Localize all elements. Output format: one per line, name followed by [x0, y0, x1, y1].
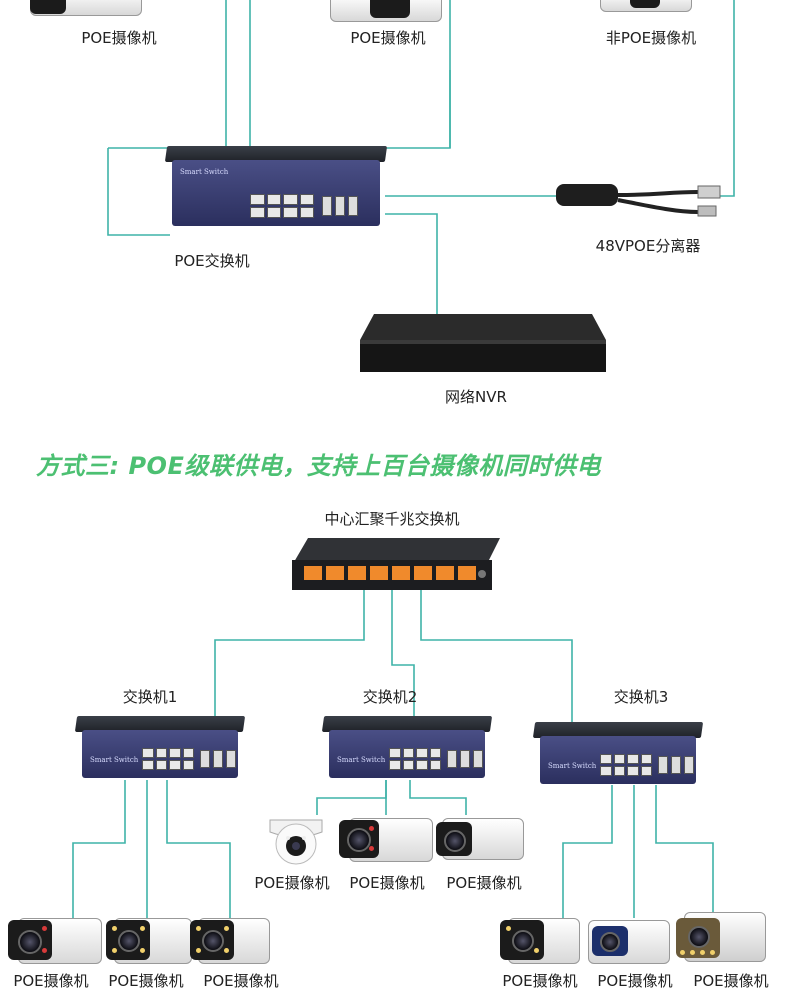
cable-sw3-cam1	[562, 785, 613, 918]
switch-2: Smart Switch	[321, 716, 493, 778]
switch-2-label: 交换机2	[362, 688, 418, 706]
switch-2-brand: Smart Switch	[337, 756, 386, 764]
bullet-camera-right-3	[676, 910, 766, 964]
switch-1-label: 交换机1	[122, 688, 178, 706]
cable-core-sw1	[214, 585, 365, 718]
bullet-camera-mid-2	[339, 816, 433, 862]
right-camera-1-label: POE摄像机	[502, 972, 578, 990]
switch-1-brand: Smart Switch	[90, 756, 139, 764]
left-camera-2-label: POE摄像机	[108, 972, 184, 990]
poe-switch-label: POE交换机	[174, 252, 250, 270]
cable-sw3-cam3	[655, 785, 714, 918]
cable-sw1-cam3	[166, 780, 231, 918]
poe-camera-top-1	[30, 0, 142, 16]
top-camera-2-label: POE摄像机	[350, 29, 426, 47]
cable-splitter-to-cam3	[720, 0, 735, 197]
bullet-camera-left-2	[106, 916, 192, 964]
right-camera-3-label: POE摄像机	[693, 972, 769, 990]
top-camera-3-label: 非POE摄像机	[605, 29, 697, 47]
poe-splitter	[556, 184, 721, 217]
method3-heading: 方式三: POE级联供电，支持上百台摄像机同时供电	[36, 452, 601, 480]
non-poe-camera-top	[600, 0, 692, 12]
left-camera-3-label: POE摄像机	[203, 972, 279, 990]
core-switch-label: 中心汇聚千兆交换机	[324, 510, 460, 528]
poe-switch: Smart Switch	[164, 146, 388, 226]
cable-cam1-switch	[225, 0, 251, 147]
cable-sw2-cam3	[409, 780, 467, 815]
switch-3: Smart Switch	[532, 722, 704, 784]
cable-frame-left	[107, 148, 170, 236]
bullet-camera-right-2	[588, 920, 670, 964]
bullet-camera-left-1	[8, 916, 102, 964]
poe-switch-ports	[250, 194, 314, 218]
cable-core-sw2	[391, 585, 415, 718]
top-camera-1-label: POE摄像机	[81, 29, 157, 47]
mid-camera-3-label: POE摄像机	[446, 874, 522, 892]
cable-core-sw3	[420, 585, 573, 723]
splitter-label: 48VPOE分离器	[595, 237, 701, 255]
right-camera-2-label: POE摄像机	[597, 972, 673, 990]
switch-3-brand: Smart Switch	[548, 762, 597, 770]
cable-switch-nvr	[385, 213, 438, 314]
cable-switch-right	[385, 70, 451, 149]
cable-sw1-cam1	[72, 780, 126, 918]
mid-camera-2-label: POE摄像机	[349, 874, 425, 892]
nvr-label: 网络NVR	[445, 388, 507, 406]
bullet-camera-mid-3	[436, 816, 524, 862]
poe-switch-sfp	[322, 196, 358, 216]
poe-switch-brand: Smart Switch	[180, 168, 229, 176]
dome-camera	[269, 819, 323, 865]
bullet-camera-right-1	[500, 916, 580, 964]
mid-camera-1-label: POE摄像机	[254, 874, 330, 892]
switch-3-label: 交换机3	[613, 688, 669, 706]
poe-camera-top-2	[330, 0, 442, 22]
nvr-device	[360, 314, 606, 372]
core-gigabit-switch	[292, 538, 500, 590]
left-camera-1-label: POE摄像机	[13, 972, 89, 990]
cable-sw2-cam1	[316, 780, 387, 815]
switch-1: Smart Switch	[74, 716, 246, 778]
bullet-camera-left-3	[190, 916, 270, 964]
